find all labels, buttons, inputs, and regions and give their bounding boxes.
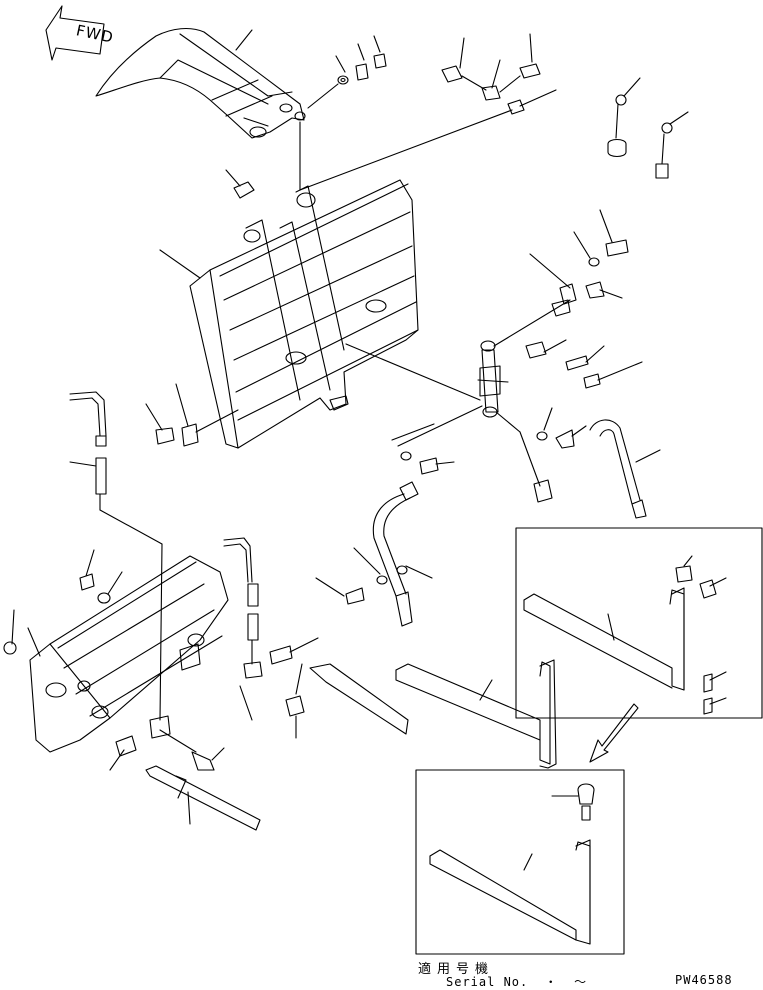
- fwd-arrow-icon: [45, 5, 105, 61]
- callout-leaders: [295, 379, 509, 695]
- hose-left-upper: [69, 391, 163, 721]
- inset-arrow-icon: [589, 703, 639, 763]
- fwd-label: FWD: [74, 21, 116, 47]
- inset-box-upper: [515, 527, 763, 719]
- serial-heading: 適用号機: [418, 962, 495, 977]
- wedge-plate: [225, 169, 255, 199]
- serial-number-range: Serial No. ・ ～: [446, 975, 588, 989]
- hose-left-lower: [109, 735, 261, 831]
- lower-carriage: [3, 549, 229, 753]
- hose-lower-middle: [223, 537, 409, 735]
- hydraulic-cylinder: [397, 299, 571, 487]
- hydraulic-hose-right: [589, 419, 661, 519]
- upper-fittings: [299, 33, 557, 191]
- top-clamp-arm: [95, 27, 306, 191]
- middle-fittings: [391, 423, 455, 475]
- left-bolt: [145, 383, 239, 447]
- hydraulic-hose-middle: [315, 481, 433, 627]
- main-carriage: [159, 179, 481, 449]
- lower-bolts: [159, 695, 305, 771]
- drawing-code: PW46588: [675, 973, 733, 987]
- top-fasteners: [307, 35, 387, 109]
- loose-pins: [607, 77, 689, 179]
- cylinder-fittings: [525, 209, 643, 503]
- fork-middle: [395, 659, 557, 769]
- inset-box-lower: [415, 769, 625, 955]
